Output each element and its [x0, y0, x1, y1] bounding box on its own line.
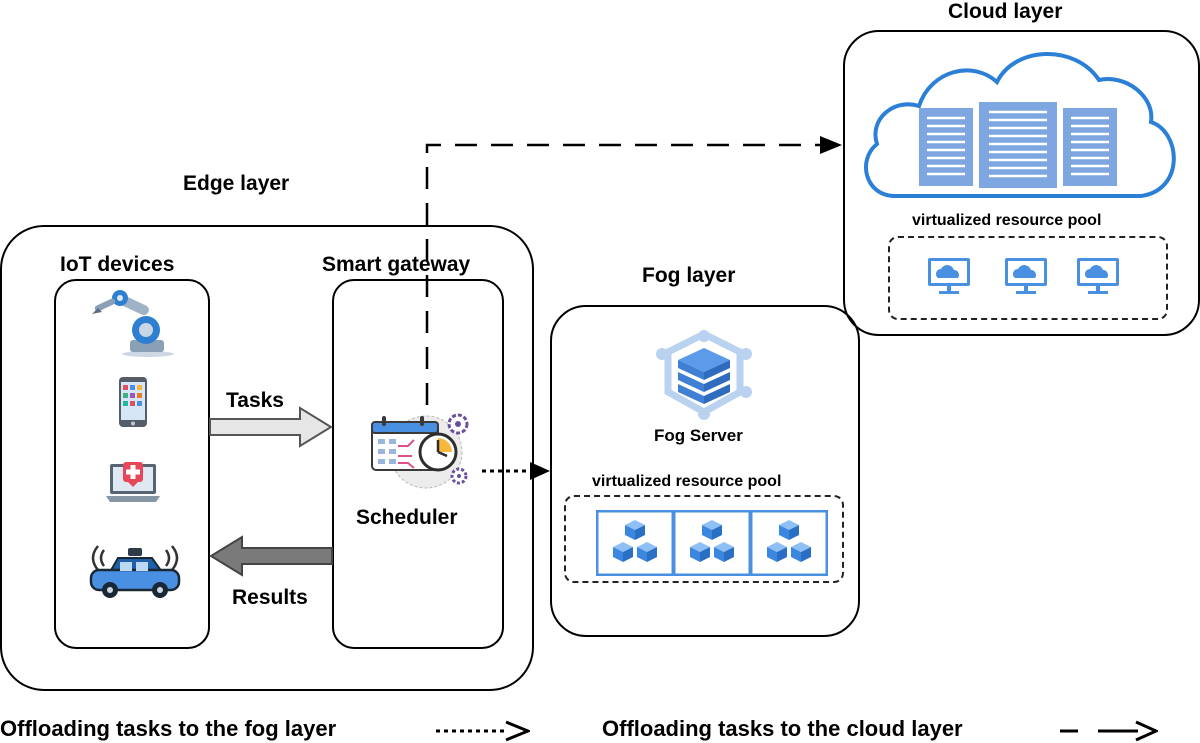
cloud-monitor-icon — [1003, 256, 1049, 296]
cloud-pool-label: virtualized resource pool — [912, 212, 1102, 229]
fog-resource-blocks — [596, 510, 828, 576]
fog-server-icon — [654, 330, 754, 420]
cloud-monitor-icon — [926, 256, 972, 296]
legend-fog-offload-label: Offloading tasks to the fog layer — [0, 716, 337, 741]
legend-cloud-dashed-arrow — [1058, 720, 1158, 742]
fog-resource-pool — [564, 495, 844, 583]
cloud-resource-pool — [888, 236, 1168, 320]
tasks-label: Tasks — [226, 389, 284, 412]
fog-server-label: Fog Server — [654, 426, 743, 445]
cloud-icon — [855, 40, 1185, 200]
results-arrow — [208, 534, 334, 578]
legend-fog-dotted-arrow — [434, 720, 530, 742]
smart-gateway-panel — [332, 279, 504, 649]
scheduler-label: Scheduler — [356, 506, 458, 529]
smartphone-icon — [118, 376, 148, 428]
edge-layer-title: Edge layer — [183, 172, 290, 195]
iot-devices-panel — [54, 279, 210, 649]
medical-laptop-icon — [104, 460, 162, 504]
fog-pool-label: virtualized resource pool — [592, 473, 782, 490]
robot-arm-icon — [88, 288, 180, 358]
fog-layer-container — [550, 305, 860, 637]
edge-layer-container — [0, 225, 534, 691]
iot-devices-title: IoT devices — [60, 253, 175, 276]
legend-cloud-offload-label: Offloading tasks to the cloud layer — [602, 716, 963, 741]
results-label: Results — [232, 586, 308, 609]
smart-gateway-title: Smart gateway — [322, 253, 471, 276]
cloud-monitor-icon — [1075, 256, 1121, 296]
autonomous-car-icon — [88, 542, 182, 600]
cloud-layer-container — [843, 30, 1200, 336]
fog-layer-title: Fog layer — [642, 264, 736, 287]
tasks-arrow — [208, 405, 334, 449]
scheduler-icon — [370, 408, 480, 490]
cloud-layer-title: Cloud layer — [948, 0, 1063, 23]
